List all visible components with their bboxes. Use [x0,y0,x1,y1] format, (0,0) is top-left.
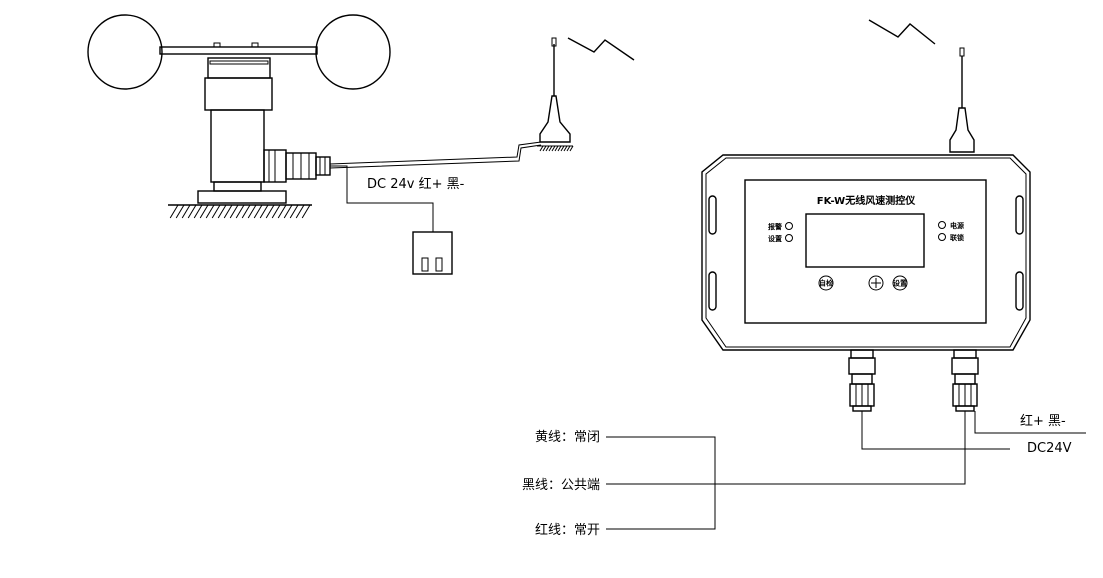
relay-wire-yellow-label: 黄线：常闭 [535,430,600,445]
front-panel [744,179,987,324]
mount-slot-left-top [708,195,717,235]
svg-text:自检: 自检 [819,279,833,288]
indicator-power-label: 电源 [950,221,964,230]
controller-power-polarity: 红+ 黑- [1020,413,1066,429]
self-check-button: 自检 [818,275,834,291]
anemometer-base-collar [213,181,262,192]
controller-antenna [949,47,975,153]
anemometer-shaft [210,109,265,183]
controller-unit: FK-W无线风速测控仪 报警 设置 电源 联锁 自检 设置 [701,154,1031,351]
set-button: 设置 [892,275,908,291]
indicator-settings-label: 设置 [768,234,782,243]
cup-arm [159,46,318,55]
controller-title: FK-W无线风速测控仪 [817,194,916,207]
cable-gland-left [848,349,876,412]
svg-text:设置: 设置 [893,279,907,288]
mount-slot-right-top [1015,195,1024,235]
wind-cup-right [315,14,391,90]
mount-slot-left-bottom [708,271,717,311]
relay-wire-red-label: 红线：常开 [535,522,600,538]
indicator-power-led [938,221,946,229]
indicator-alarm-label: 报警 [768,222,782,231]
cable-gland-right [951,349,979,412]
power-wire [974,411,1086,434]
plus-button [868,275,884,291]
lcd-display [805,213,925,268]
anemometer-base [197,190,287,204]
anemometer-upper-body [204,77,273,111]
mount-slot-right-bottom [1015,271,1024,311]
indicator-link-led [938,233,946,241]
ground-hatch [169,204,311,219]
controller-power-voltage: DC24V [1027,441,1072,456]
indicator-alarm-led [785,222,793,230]
power-plug [412,231,453,275]
anemometer [87,14,391,219]
relay-wires [606,411,1010,530]
wireless-signal-right [868,19,936,45]
wireless-signal-left [567,37,635,61]
indicator-settings-led [785,234,793,242]
indicator-link-label: 联锁 [950,233,964,242]
sensor-antenna [537,37,574,152]
sensor-power-label: DC 24v 红+ 黑- [367,176,465,192]
wind-cup-left [87,14,163,90]
sensor-cables [329,141,542,232]
relay-wire-black-label: 黑线：公共端 [522,478,600,493]
